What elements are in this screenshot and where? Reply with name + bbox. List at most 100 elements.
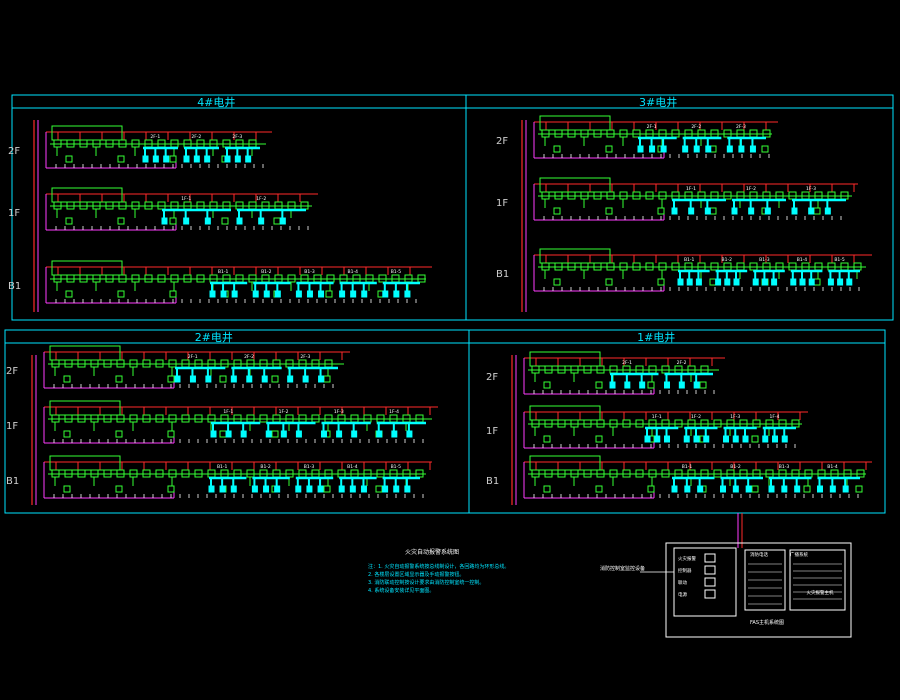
loop-device (829, 485, 836, 493)
module-device (647, 381, 655, 389)
detector-device (142, 414, 151, 423)
loop-device (274, 290, 281, 298)
control-panel-inner-left (673, 547, 737, 617)
module-device (595, 485, 603, 493)
detector-device (632, 129, 641, 138)
detector-device (557, 469, 566, 478)
legend-note: 2. 各楼层设置区域显示器及手动报警按钮。 (368, 571, 464, 578)
loop-device (846, 278, 853, 286)
detector-device (79, 201, 88, 210)
loop-cluster: B1-1 (671, 464, 715, 493)
floor-label: B1 (6, 476, 19, 487)
detector-device (77, 359, 86, 368)
loop-cluster: 2F-3 (726, 124, 766, 153)
control-panel-inner-label: 火灾报警 (678, 555, 696, 562)
panel-title: 2#电井 (195, 330, 233, 344)
loop-device (660, 145, 667, 153)
loop-device (686, 278, 693, 286)
loop-device (351, 430, 358, 438)
detector-device (105, 201, 114, 210)
loop-device (837, 278, 844, 286)
floor-label: 2F (486, 372, 498, 383)
loop-device (742, 435, 749, 443)
control-panel-inner-right (789, 549, 846, 611)
detector-device (144, 274, 153, 283)
detector-device (710, 262, 719, 271)
module-device (117, 217, 125, 225)
loop-device (752, 278, 759, 286)
detector-device (105, 274, 114, 283)
detector-device (713, 469, 722, 478)
loop-label: B1-1 (682, 464, 693, 470)
loop-device (817, 485, 823, 493)
module-device (699, 381, 707, 389)
loop-cluster: 1F-1 (210, 409, 261, 438)
panel-title: 1#电井 (637, 330, 675, 344)
loop-device (295, 430, 302, 438)
loop-cluster: B1-5 (382, 464, 420, 493)
detector-device (103, 414, 112, 423)
loop-cluster: B1-4 (817, 464, 860, 493)
module-device (63, 430, 71, 438)
local-loop (51, 260, 123, 276)
loop-device (639, 381, 646, 389)
detector-device (64, 414, 73, 423)
loop-device (762, 435, 769, 443)
module-device (271, 430, 279, 438)
detector-device (66, 274, 75, 283)
module-device (221, 217, 229, 225)
loop-device (732, 435, 739, 443)
detector-device (567, 191, 576, 200)
floor-label: 1F (6, 421, 18, 432)
detector-device (378, 274, 387, 283)
floor-label: B1 (8, 281, 21, 292)
loop-device (393, 290, 400, 298)
loop-device (682, 145, 689, 153)
control-panel-inner-label: 联动 (678, 579, 687, 586)
local-loop (51, 187, 123, 203)
loop-device (637, 145, 644, 153)
control-panel-inner-mid (744, 549, 786, 611)
module-device (595, 435, 603, 443)
detector-device (632, 262, 641, 271)
module-device (115, 485, 123, 493)
loop-device (726, 145, 733, 153)
loop-label: B1-2 (730, 464, 741, 470)
module-device (813, 207, 821, 215)
loop-device (794, 485, 801, 493)
detector-device (181, 469, 190, 478)
module-device (169, 155, 177, 163)
loop-cluster: 2F-3 (224, 134, 260, 163)
loop-device (761, 278, 768, 286)
loop-cluster: 1F-1 (671, 186, 726, 215)
loop-device (771, 278, 778, 286)
detector-device (645, 262, 654, 271)
detector-device (79, 274, 88, 283)
detector-device (64, 359, 73, 368)
loop-device (360, 485, 367, 493)
detector-device (583, 419, 592, 428)
loop-device (609, 381, 616, 389)
loop-device (349, 485, 356, 493)
loop-label: B1-4 (347, 464, 358, 470)
loop-cluster: 1F-3 (723, 414, 757, 443)
loop-device (733, 278, 740, 286)
loop-label: B1-2 (260, 464, 271, 470)
loop-cluster: B1-3 (752, 257, 785, 286)
module-device (169, 290, 177, 298)
loop-device (772, 435, 778, 443)
module-device (117, 155, 125, 163)
loop-cluster: B1-1 (208, 464, 247, 493)
legend-title: 火灾自动报警系统图 (405, 548, 459, 556)
detector-device (593, 129, 602, 138)
detector-device (155, 414, 164, 423)
detector-device (544, 419, 553, 428)
loop-cluster: 2F-2 (230, 354, 282, 383)
module-device (543, 381, 551, 389)
